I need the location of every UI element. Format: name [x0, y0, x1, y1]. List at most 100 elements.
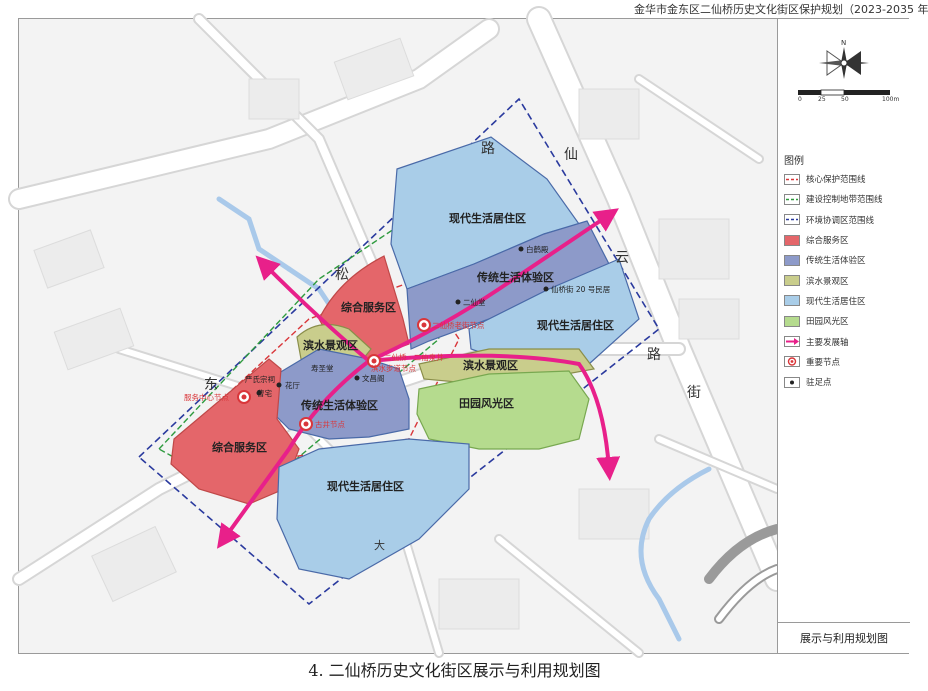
road-labels: 仙 云 路 街 路 松 东 大 — [204, 141, 701, 552]
svg-text:二仙桥 · 二仙泉井: 二仙桥 · 二仙泉井 — [384, 352, 444, 362]
zone-label-1: 综合服务区 — [341, 300, 396, 314]
svg-text:曹宅: 曹宅 — [257, 388, 272, 398]
legend-label: 综合服务区 — [806, 236, 849, 247]
header: 金华市金东区二仙桥历史文化街区保护规划（2023-2035 年 — [630, 0, 928, 18]
zone-label-2: 传统生活体验区 — [476, 270, 554, 284]
legend-item: 综合服务区 — [784, 230, 906, 250]
north-arrow-icon: N — [819, 39, 869, 79]
stop-points: 白鹤殿 二仙堂 仙桥街 20 号民居 寿圣堂 文昌阁 花厅 严氏宗祠 曹宅 — [245, 244, 611, 398]
scale-tick-0: 0 — [798, 96, 802, 103]
axis-to-northwest — [255, 255, 371, 363]
legend-swatch-icon — [784, 193, 800, 205]
zone-traditional-west — [268, 348, 410, 440]
scale-bar-icon — [798, 89, 890, 96]
axis-to-southeast — [367, 353, 621, 481]
north-label: N — [841, 39, 846, 47]
road-label-lu-north: 路 — [481, 141, 495, 157]
svg-text:服务中心节点: 服务中心节点 — [184, 392, 229, 402]
legend-list: 核心保护范围线建设控制地带范围线环境协调区范围线综合服务区传统生活体验区滨水景观… — [784, 169, 906, 392]
stop-5: 花厅 — [276, 380, 300, 390]
zone-label-0: 现代生活居住区 — [449, 211, 526, 225]
stop-1: 二仙堂 — [455, 297, 486, 307]
node-3: 服务中心节点 — [184, 390, 251, 404]
legend-swatch-icon — [784, 336, 800, 348]
legend-label: 田园风光区 — [806, 317, 849, 328]
legend-swatch-icon — [784, 214, 800, 226]
core-protection-boundary — [177, 278, 460, 460]
road-label-xian: 仙 — [564, 147, 578, 163]
header-title: 金华市金东区二仙桥历史文化街区保护规划（2023-2035 年 — [634, 3, 928, 16]
zone-label-6: 传统生活体验区 — [300, 398, 378, 412]
legend-swatch-icon — [784, 315, 800, 327]
node-4: 古井节点 — [299, 417, 345, 431]
zone-label-3: 现代生活居住区 — [537, 318, 614, 332]
scale-tick-1: 25 — [818, 96, 826, 103]
legend-label: 传统生活体验区 — [806, 256, 866, 267]
road-label-jie: 街 — [687, 385, 701, 401]
legend-swatch-icon — [784, 356, 800, 368]
stop-4: 文昌阁 — [354, 373, 385, 383]
stop-2: 仙桥街 20 号民居 — [543, 284, 611, 294]
svg-text:二仙桥老街节点: 二仙桥老街节点 — [432, 320, 485, 330]
zone-modern-residential-south — [276, 438, 470, 580]
legend-label: 核心保护范围线 — [806, 175, 866, 186]
legend-item: 田园风光区 — [784, 311, 906, 331]
stop-0: 白鹤殿 — [518, 244, 549, 254]
svg-text:白鹤殿: 白鹤殿 — [526, 244, 549, 254]
legend-item: 滨水景观区 — [784, 270, 906, 290]
node-2: 滨水步道节点 — [371, 363, 416, 373]
zone-labels: 现代生活居住区 综合服务区 传统生活体验区 现代生活居住区 滨水景观区 滨水景观… — [212, 211, 614, 493]
zone-label-4: 滨水景观区 — [303, 338, 358, 352]
road-label-lu-east: 路 — [647, 347, 661, 363]
axis-to-northeast — [367, 208, 619, 363]
zone-label-8: 综合服务区 — [212, 440, 267, 454]
road-label-da: 大 — [374, 538, 385, 552]
zone-label-7: 田园风光区 — [459, 396, 514, 410]
legend-item: 传统生活体验区 — [784, 250, 906, 270]
legend-label: 重要节点 — [806, 357, 841, 368]
panel-bottom-title: 展示与利用规划图 — [778, 622, 910, 653]
legend-item: 环境协调区范围线 — [784, 210, 906, 230]
legend-label: 现代生活居住区 — [806, 296, 866, 307]
figure-caption: 4. 二仙桥历史文化街区展示与利用规划图 — [308, 661, 601, 680]
svg-text:文昌阁: 文昌阁 — [362, 373, 385, 383]
svg-text:寿圣堂: 寿圣堂 — [311, 363, 334, 373]
planning-map: 仙 云 路 街 路 松 东 大 现代生活居住区 综合服务区 传统生活体验区 现代… — [8, 6, 790, 658]
legend-label: 环境协调区范围线 — [806, 215, 875, 226]
legend-item: 现代生活居住区 — [784, 291, 906, 311]
stop-7: 曹宅 — [256, 388, 272, 398]
legend-label: 驻足点 — [806, 378, 832, 389]
legend-swatch-icon — [784, 254, 800, 266]
building-blocks — [33, 37, 740, 630]
scale-tick-3: 100m — [882, 96, 900, 103]
coordination-zone-boundary — [137, 97, 661, 606]
scale-tick-2: 50 — [841, 96, 849, 103]
node-0: 二仙桥老街节点 — [417, 318, 485, 332]
axis-to-southwest — [216, 359, 371, 549]
legend-item: 重要节点 — [784, 352, 906, 372]
svg-text:古井节点: 古井节点 — [315, 419, 345, 429]
legend-swatch-icon — [784, 173, 800, 185]
legend-label: 主要发展轴 — [806, 337, 849, 348]
development-axes — [216, 208, 621, 549]
legend-panel: N 0 25 50 100m 图例 核心保护范围线建设控制地带范围线环境协调区范… — [777, 19, 910, 653]
legend-label: 建设控制地带范围线 — [806, 195, 883, 206]
zone-label-5: 滨水景观区 — [463, 358, 518, 372]
legend-label: 滨水景观区 — [806, 276, 849, 287]
legend-title: 图例 — [784, 156, 804, 167]
road-label-yun: 云 — [615, 250, 629, 266]
legend-item: 核心保护范围线 — [784, 169, 906, 189]
zone-label-9: 现代生活居住区 — [327, 479, 404, 493]
svg-text:二仙堂: 二仙堂 — [463, 297, 486, 307]
road-label-song: 松 — [335, 267, 349, 283]
important-nodes: 二仙桥老街节点 二仙桥 · 二仙泉井 滨水步道节点 服务中心节点 古井节点 — [184, 318, 485, 431]
road-label-dong: 东 — [204, 377, 218, 393]
svg-text:严氏宗祠: 严氏宗祠 — [245, 374, 275, 384]
node-1: 二仙桥 · 二仙泉井 — [367, 352, 444, 368]
legend-item: 驻足点 — [784, 372, 906, 392]
stop-6: 严氏宗祠 — [245, 374, 275, 384]
svg-text:仙桥街 20 号民居: 仙桥街 20 号民居 — [551, 284, 611, 294]
svg-text:滨水步道节点: 滨水步道节点 — [371, 363, 416, 373]
legend-swatch-icon — [784, 295, 800, 307]
legend-swatch-icon — [784, 376, 800, 388]
